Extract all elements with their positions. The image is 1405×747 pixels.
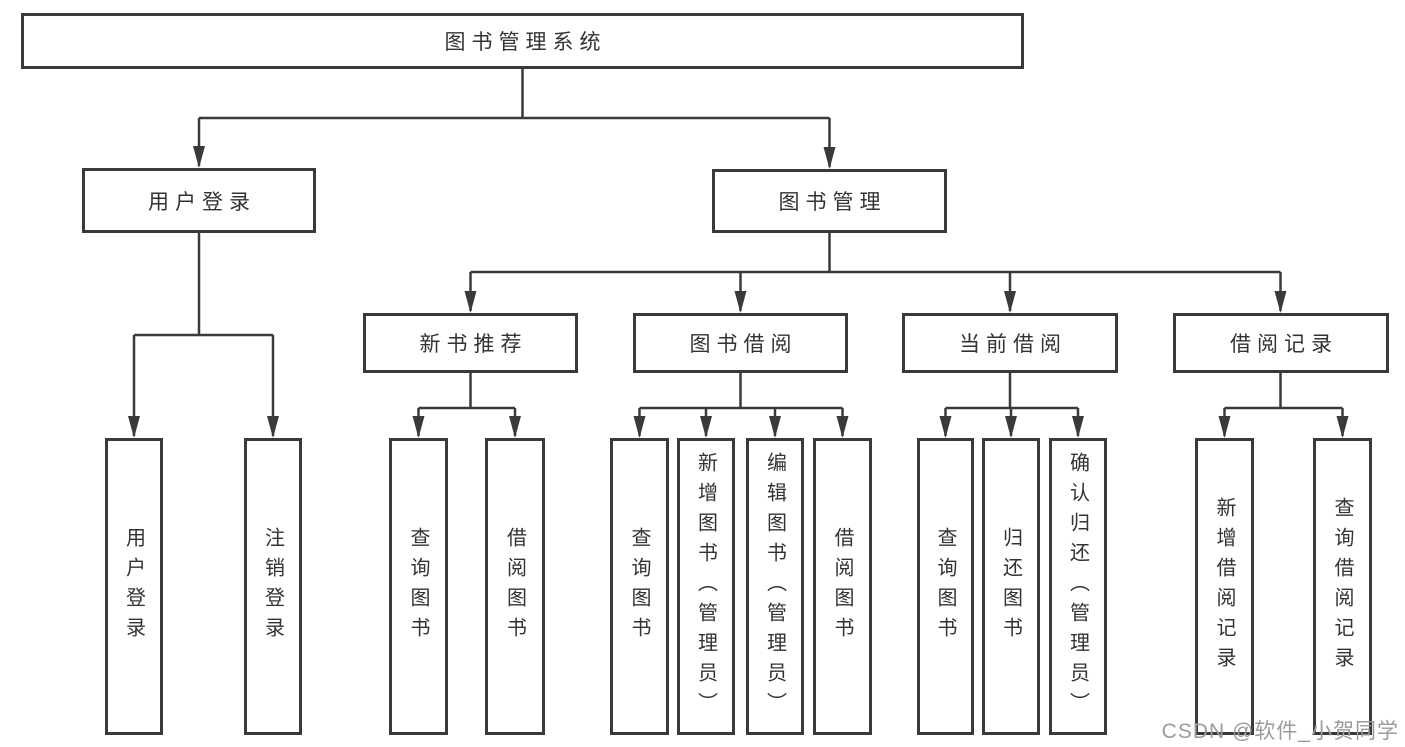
leaf-edit-book-admin-label: 编辑图书（管理员） bbox=[763, 451, 786, 722]
leaf-borrow-books: 借阅图书 bbox=[813, 438, 872, 735]
connector-newbook-to-leaves bbox=[417, 373, 517, 436]
leaf-query-books-recommend-label: 查询图书 bbox=[407, 526, 429, 647]
arrowhead-icon bbox=[1072, 416, 1084, 438]
leaf-query-borrow-record-label: 查询借阅记录 bbox=[1331, 496, 1353, 677]
arrowhead-icon bbox=[412, 416, 425, 438]
arrowhead-icon bbox=[823, 147, 836, 169]
leaf-confirm-return-admin-label: 确认归还（管理员） bbox=[1066, 451, 1089, 722]
node-borrow-records: 借阅记录 bbox=[1173, 313, 1389, 373]
node-book-management-label: 图书管理 bbox=[778, 191, 887, 214]
arrowhead-icon bbox=[1004, 291, 1016, 313]
leaf-return-books: 归还图书 bbox=[982, 438, 1040, 735]
arrowhead-icon bbox=[509, 416, 521, 438]
node-user-login-label: 用户登录 bbox=[148, 190, 256, 214]
arrowhead-icon bbox=[1005, 416, 1017, 438]
connector-userlogin-to-leaves bbox=[132, 233, 275, 436]
leaf-logout: 注销登录 bbox=[244, 438, 302, 735]
node-root-label: 图书管理系统 bbox=[444, 31, 607, 54]
leaf-add-book-admin: 新增图书（管理员） bbox=[677, 438, 735, 735]
arrowhead-icon bbox=[1336, 416, 1349, 438]
arrowhead-icon bbox=[769, 416, 781, 438]
arrowhead-icon bbox=[734, 291, 747, 313]
leaf-borrow-books-recommend-label: 借阅图书 bbox=[503, 526, 526, 647]
connector-borrowrecords-to-leaves bbox=[1223, 373, 1344, 436]
arrowhead-icon bbox=[633, 416, 646, 438]
node-new-book-recommend: 新书推荐 bbox=[363, 313, 578, 373]
connector-root-to-level2 bbox=[197, 69, 831, 167]
arrowhead-icon bbox=[1218, 416, 1231, 438]
leaf-query-borrow-record: 查询借阅记录 bbox=[1313, 438, 1372, 735]
watermark: CSDN @软件_小贺同学 bbox=[1161, 720, 1399, 743]
node-root: 图书管理系统 bbox=[21, 13, 1024, 69]
connector-bookborrow-to-leaves bbox=[638, 373, 844, 436]
leaf-edit-book-admin: 编辑图书（管理员） bbox=[746, 438, 804, 735]
leaf-logout-label: 注销登录 bbox=[261, 526, 284, 647]
connector-bookmgmt-to-level3 bbox=[469, 233, 1282, 311]
node-current-borrow: 当前借阅 bbox=[902, 313, 1118, 373]
arrowheads bbox=[128, 146, 1349, 438]
leaf-add-book-admin-label: 新增图书（管理员） bbox=[694, 451, 717, 722]
node-book-management: 图书管理 bbox=[712, 169, 947, 233]
node-book-borrow: 图书借阅 bbox=[633, 313, 848, 373]
leaf-borrow-books-recommend: 借阅图书 bbox=[485, 438, 545, 735]
arrowhead-icon bbox=[836, 416, 849, 438]
leaf-user-login-label: 用户登录 bbox=[122, 526, 145, 647]
node-book-borrow-label: 图书借阅 bbox=[689, 333, 798, 356]
leaf-query-books-borrow: 查询图书 bbox=[610, 438, 669, 735]
arrowhead-icon bbox=[128, 416, 140, 438]
leaf-add-borrow-record-label: 新增借阅记录 bbox=[1213, 496, 1235, 677]
leaf-return-books-label: 归还图书 bbox=[999, 526, 1022, 647]
leaf-borrow-books-label: 借阅图书 bbox=[831, 526, 853, 647]
node-user-login: 用户登录 bbox=[82, 168, 316, 233]
leaf-query-books-current: 查询图书 bbox=[917, 438, 974, 735]
arrowhead-icon bbox=[464, 291, 477, 313]
arrowhead-icon bbox=[939, 416, 952, 438]
arrowhead-icon bbox=[1274, 291, 1287, 313]
arrowhead-icon bbox=[267, 416, 279, 438]
leaf-user-login: 用户登录 bbox=[105, 438, 163, 735]
leaf-query-books-borrow-label: 查询图书 bbox=[628, 526, 650, 647]
arrowhead-icon bbox=[193, 146, 205, 168]
node-current-borrow-label: 当前借阅 bbox=[959, 333, 1067, 356]
arrowhead-icon bbox=[700, 416, 712, 438]
leaf-confirm-return-admin: 确认归还（管理员） bbox=[1049, 438, 1107, 735]
leaf-add-borrow-record: 新增借阅记录 bbox=[1195, 438, 1254, 735]
node-new-book-recommend-label: 新书推荐 bbox=[419, 333, 528, 356]
leaf-query-books-current-label: 查询图书 bbox=[934, 526, 956, 647]
node-borrow-records-label: 借阅记录 bbox=[1230, 333, 1338, 356]
leaf-query-books-recommend: 查询图书 bbox=[389, 438, 448, 735]
